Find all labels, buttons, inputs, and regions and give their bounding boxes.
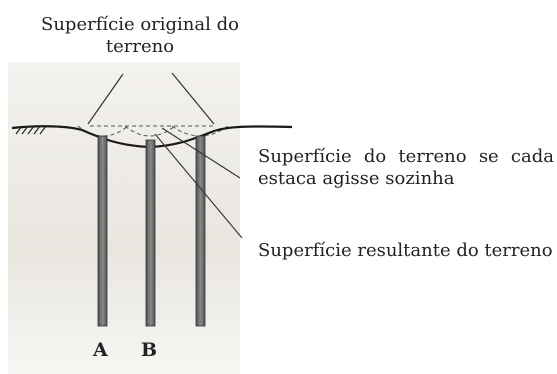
original-surface-leaders (87, 72, 215, 125)
pile-a (97, 135, 108, 327)
resultant-surface-label: Superfície resultante do terreno (258, 240, 553, 261)
right-label-leaders (154, 127, 243, 239)
piles (97, 135, 206, 327)
pile-a-label: A (93, 339, 108, 361)
pile-b-label: B (141, 339, 158, 361)
single-pile-surface-label: Superfície do terreno se cada estaca agi… (258, 146, 554, 189)
pile-b (145, 139, 156, 327)
pile-c (195, 135, 206, 327)
original-surface-label: Superfície original do terreno (41, 14, 239, 57)
